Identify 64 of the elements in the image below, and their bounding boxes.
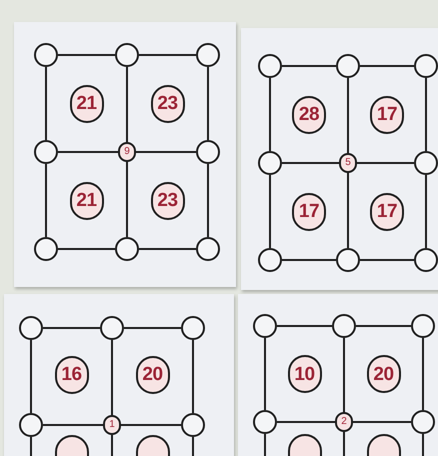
connector-line: [111, 340, 113, 416]
connector-line: [139, 248, 196, 250]
connector-line: [43, 424, 103, 426]
puzzle-card: [14, 22, 236, 287]
connector-line: [353, 421, 411, 423]
connector-line: [58, 151, 118, 153]
connector-line: [360, 65, 414, 67]
connector-line: [30, 437, 32, 456]
connector-line: [45, 164, 47, 237]
connector-line: [121, 424, 181, 426]
number-label: 17: [376, 202, 398, 221]
number-label: 20: [373, 364, 394, 384]
connector-line: [347, 78, 349, 154]
number-label: 17: [376, 105, 398, 124]
connector-line: [425, 78, 427, 151]
connector-line: [139, 54, 196, 56]
connector-line: [269, 78, 271, 151]
number-label: 21: [76, 191, 97, 210]
connector-line: [343, 338, 345, 413]
connector-line: [264, 338, 266, 410]
connector-line: [264, 434, 266, 456]
connector-line: [111, 435, 113, 456]
number-label: 5: [345, 158, 351, 168]
connector-line: [126, 67, 128, 143]
connector-line: [360, 259, 414, 261]
puzzle-card: [238, 294, 438, 456]
number-label: 9: [124, 147, 130, 157]
connector-line: [58, 54, 115, 56]
number-label: 17: [298, 202, 320, 221]
connector-line: [347, 172, 349, 248]
connector-line: [277, 421, 335, 423]
puzzle-card: [4, 294, 234, 456]
connector-line: [357, 162, 414, 164]
number-label: 10: [294, 364, 315, 384]
connector-line: [124, 327, 181, 329]
number-label: 23: [157, 191, 178, 210]
puzzle-card: [241, 28, 438, 290]
connector-line: [43, 327, 100, 329]
connector-line: [269, 175, 271, 248]
number-label: 28: [298, 105, 320, 124]
number-label: 23: [157, 94, 178, 113]
connector-line: [58, 248, 115, 250]
number-label: 16: [61, 365, 82, 384]
connector-line: [30, 340, 32, 413]
connector-line: [277, 325, 332, 327]
connector-line: [282, 259, 336, 261]
connector-line: [45, 67, 47, 140]
connector-line: [425, 175, 427, 248]
connector-line: [343, 432, 345, 456]
connector-line: [282, 162, 339, 164]
connector-line: [282, 65, 336, 67]
connector-line: [356, 325, 411, 327]
connector-line: [207, 164, 209, 237]
connector-line: [126, 161, 128, 237]
number-label: 2: [341, 417, 347, 427]
number-label: 21: [76, 94, 97, 113]
connector-line: [207, 67, 209, 140]
connector-line: [422, 338, 424, 410]
number-label: 20: [142, 365, 163, 384]
connector-line: [422, 434, 424, 456]
connector-line: [136, 151, 196, 153]
number-label: 1: [109, 420, 115, 430]
connector-line: [192, 437, 194, 456]
connector-line: [192, 340, 194, 413]
